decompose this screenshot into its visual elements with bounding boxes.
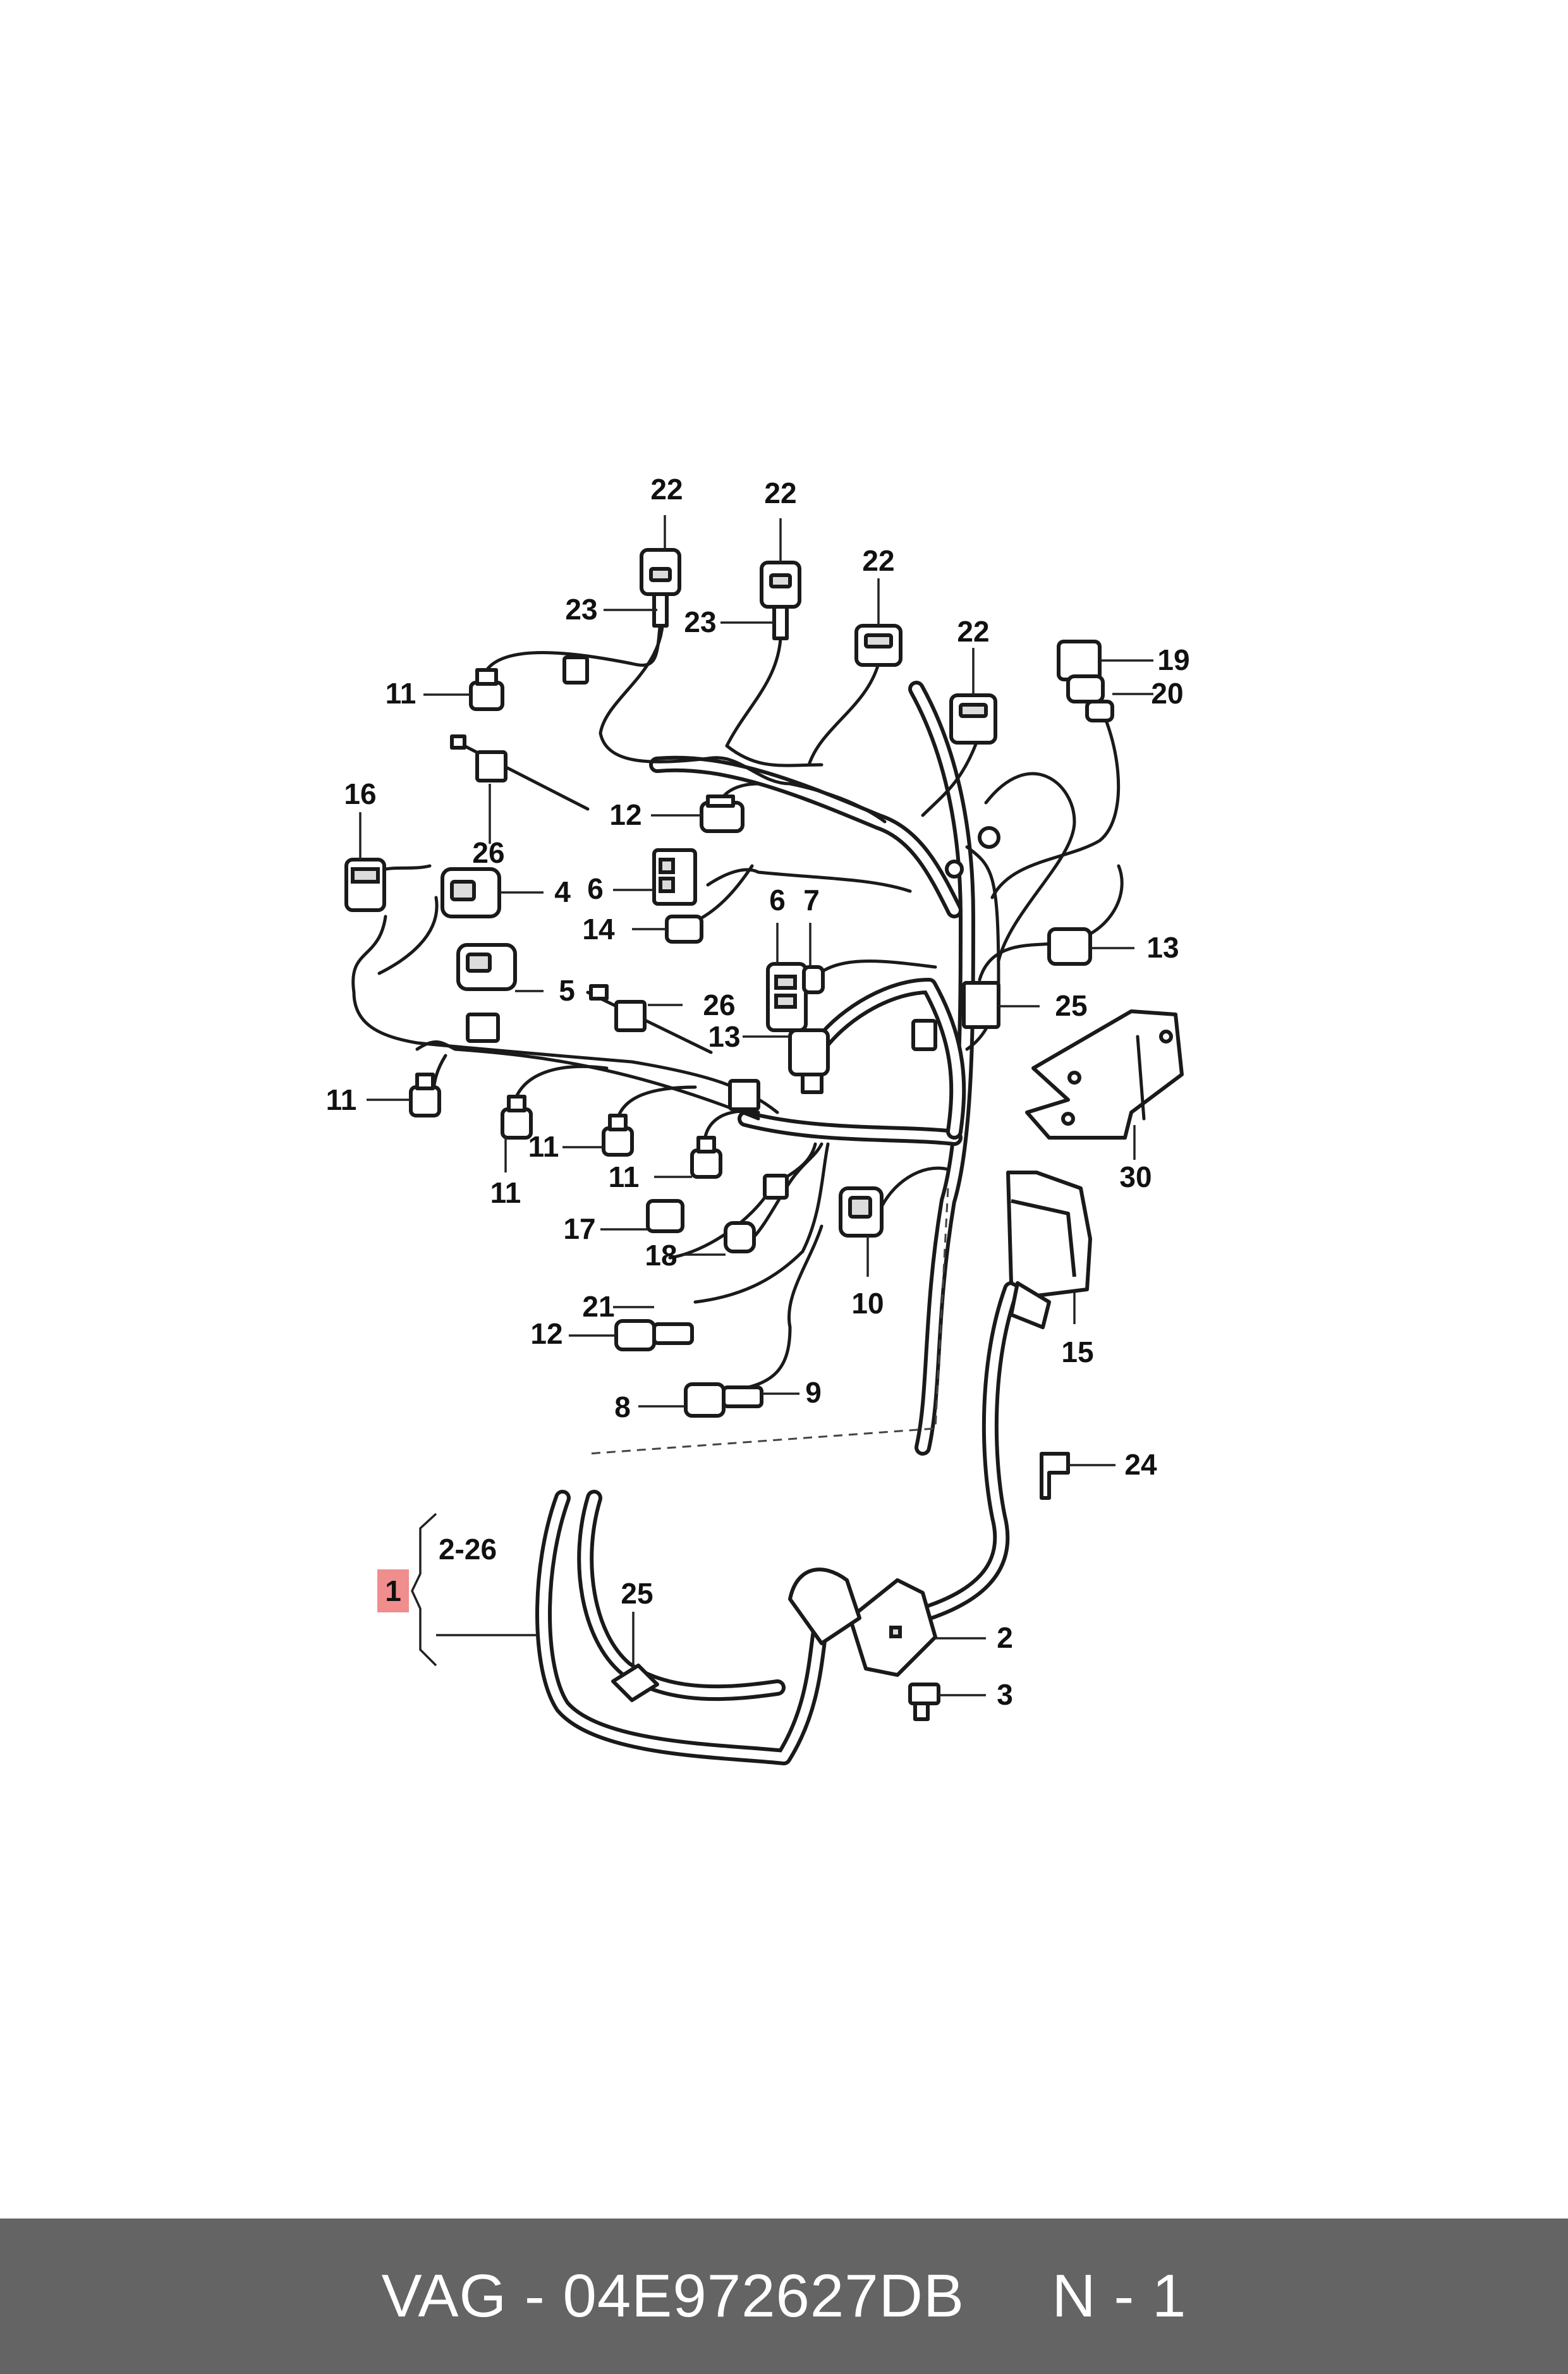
connector-17: [646, 1199, 684, 1233]
callout-2: 2: [997, 1621, 1013, 1654]
callout-7: 7: [803, 884, 820, 916]
connector-18: [724, 1221, 756, 1253]
connector-13-right: [1047, 927, 1092, 966]
part-number-label: VAG - 04E972627DB N - 1: [381, 2262, 1187, 2330]
callout-6-upper: 6: [587, 872, 604, 905]
callout-18: 18: [645, 1239, 677, 1272]
clip-top: [562, 655, 589, 685]
callout-25-right: 25: [1055, 989, 1087, 1022]
callout-11-bottom: 11: [490, 1176, 521, 1209]
callout-13-mid: 13: [708, 1020, 740, 1053]
connectors: [344, 548, 1184, 1721]
connector-4: [441, 867, 501, 918]
callout-22d: 22: [957, 615, 989, 648]
callout-22b: 22: [764, 477, 796, 509]
callout-23a: 23: [565, 593, 597, 626]
callout-26-mid: 26: [703, 989, 735, 1021]
connector-11-c: [602, 1114, 634, 1157]
callout-23b: 23: [684, 606, 716, 638]
connector-15: [1006, 1171, 1092, 1329]
connector-5: [456, 943, 517, 991]
callout-11-top: 11: [386, 677, 416, 710]
callout-9: 9: [805, 1376, 822, 1409]
connector-22c: [854, 624, 903, 667]
callout-30: 30: [1119, 1160, 1152, 1193]
clip-18: [763, 1174, 789, 1200]
cable-tie-26-top: [450, 734, 590, 811]
connector-16: [344, 858, 386, 912]
bracket-24: [1040, 1452, 1070, 1500]
callout-range: 2-26: [439, 1533, 497, 1566]
callout-10: 10: [851, 1287, 884, 1320]
connector-3: [908, 1683, 940, 1721]
leader-lines: [359, 515, 1153, 1696]
callout-11-c: 11: [528, 1130, 559, 1163]
callout-22a: 22: [650, 473, 683, 506]
connector-11-d: [690, 1136, 722, 1179]
callout-12-top: 12: [609, 798, 641, 831]
callout-11-left: 11: [326, 1083, 357, 1116]
highlight-box: [377, 1569, 409, 1612]
bracket-30: [1025, 1009, 1184, 1140]
connector-14: [665, 915, 703, 944]
clip-left-a: [466, 1013, 500, 1043]
cable-tie-26-mid: [586, 984, 713, 1054]
connector-10: [839, 1186, 884, 1238]
callout-labels: 22 22 22 22 23 23 19 20 11 26 12 16 4 5 …: [326, 473, 1190, 1711]
connector-22b: [760, 561, 801, 640]
harness-outline: [587, 1188, 949, 1455]
callout-14: 14: [582, 913, 615, 946]
connector-19: [1057, 640, 1114, 722]
clip-25-bottom: [611, 1664, 659, 1702]
connector-11-b: [501, 1095, 533, 1140]
connector-11-left: [409, 1073, 441, 1117]
clip-25-right: [962, 981, 1000, 1029]
connector-6-upper: [652, 848, 697, 906]
connector-22a: [640, 548, 681, 628]
callout-22c: 22: [862, 544, 894, 577]
callout-16: 16: [344, 777, 376, 810]
callout-11-d: 11: [609, 1160, 640, 1193]
connector-12-top: [700, 794, 744, 833]
callout-19: 19: [1157, 643, 1189, 676]
callout-5: 5: [559, 974, 575, 1007]
callout-15: 15: [1061, 1336, 1093, 1368]
harness-trunk: [535, 681, 1019, 1765]
callout-13-right: 13: [1146, 931, 1179, 964]
connector-6-7: [766, 962, 825, 1032]
callout-26-top: 26: [472, 836, 504, 869]
connector-8-9: [684, 1382, 763, 1418]
clip-mid: [911, 1019, 937, 1051]
clip-left-b: [728, 1079, 760, 1111]
callout-1-highlight: 1: [385, 1574, 401, 1607]
callout-8: 8: [614, 1391, 631, 1423]
callout-24: 24: [1124, 1448, 1157, 1481]
connector-2: [788, 1567, 937, 1677]
callout-4: 4: [554, 875, 571, 908]
connector-11-top: [469, 668, 504, 711]
callout-12-bottom: 12: [530, 1317, 562, 1350]
callout-17: 17: [563, 1212, 595, 1245]
connector-22d: [949, 693, 997, 745]
callout-6-lower: 6: [769, 884, 786, 916]
connector-12-bottom: [614, 1319, 694, 1351]
wiring-harness-diagram: 22 22 22 22 23 23 19 20 11 26 12 16 4 5 …: [326, 473, 1190, 1765]
callout-21: 21: [582, 1290, 614, 1323]
ground-lug: [945, 826, 1000, 879]
connector-13-mid: [788, 1028, 830, 1094]
callout-3: 3: [997, 1678, 1013, 1711]
callout-25-bottom: 25: [621, 1577, 653, 1610]
callout-20: 20: [1151, 677, 1183, 710]
branch-wires: [351, 605, 1124, 1392]
footer-bar: VAG - 04E972627DB N - 1: [0, 2219, 1568, 2374]
